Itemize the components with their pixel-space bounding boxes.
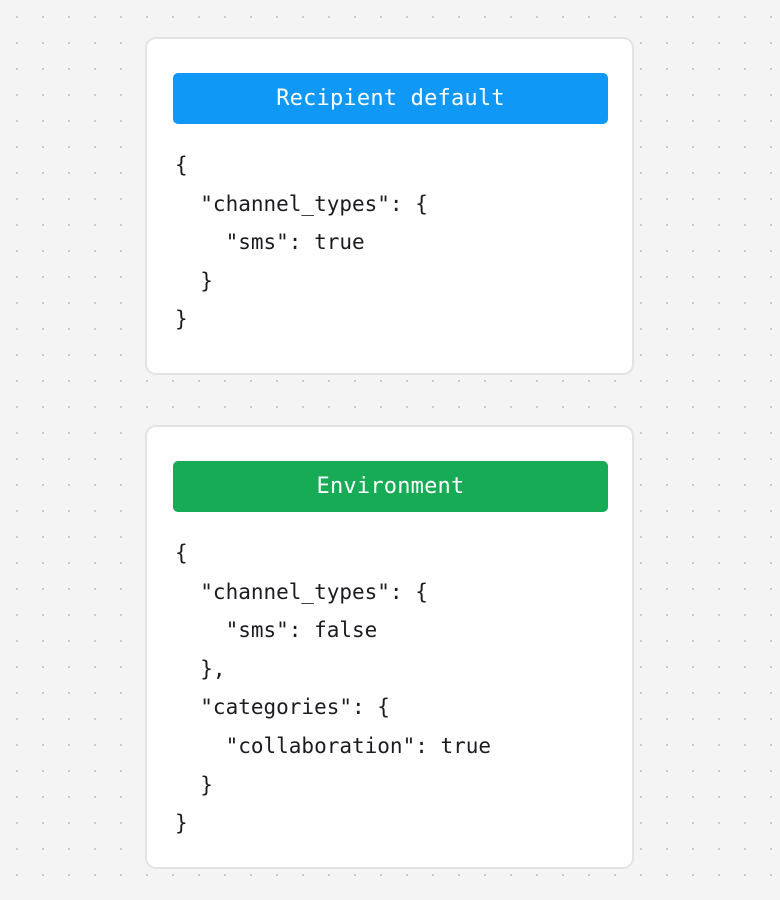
json-code-block: { "channel_types": { "sms": false }, "ca… [175,541,492,836]
card-header-label: Environment [316,473,465,499]
card-environment[interactable]: Environment { "channel_types": { "sms": … [145,425,634,869]
card-body-environment: { "channel_types": { "sms": false }, "ca… [175,534,618,843]
card-body-recipient-default: { "channel_types": { "sms": true } } [175,146,618,339]
card-header-environment: Environment [173,461,608,512]
json-code-block: { "channel_types": { "sms": true } } [175,153,428,332]
card-header-recipient-default: Recipient default [173,73,608,124]
card-header-label: Recipient default [276,85,505,111]
card-recipient-default[interactable]: Recipient default { "channel_types": { "… [145,37,634,375]
